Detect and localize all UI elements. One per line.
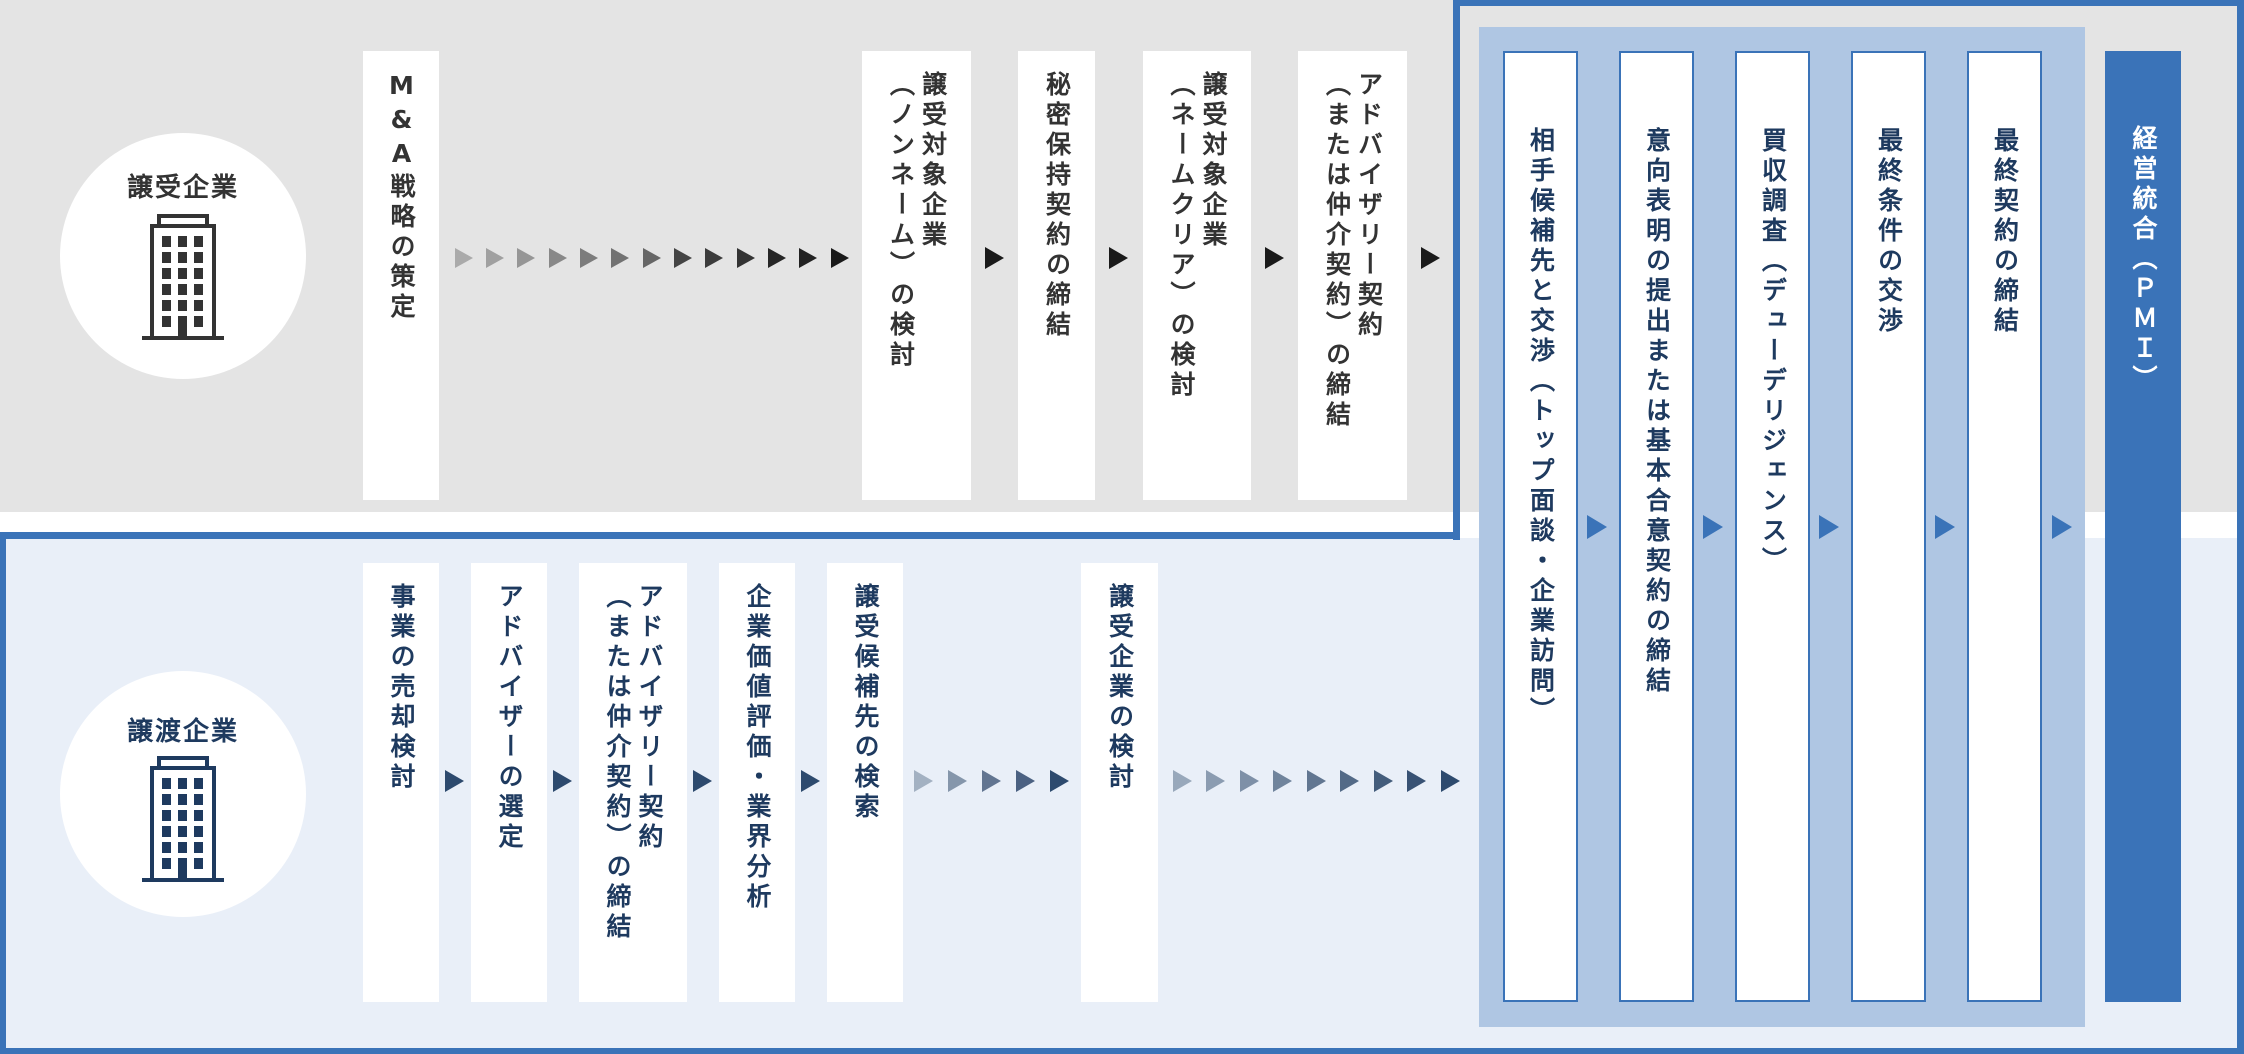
arrow-icon	[445, 770, 464, 792]
building-icon	[142, 214, 224, 340]
step-label: アドバイザリー契約 （または仲介契約）の締結	[1322, 71, 1384, 431]
arrow-icon	[1374, 770, 1393, 792]
arrow-icon	[1819, 515, 1839, 539]
arrow-icon	[1587, 515, 1607, 539]
joint-step-final-terms: 最終条件の交渉	[1851, 51, 1926, 1002]
seller-step-candidate-search: 譲受候補先の検索	[827, 563, 903, 1002]
arrow-icon	[693, 770, 712, 792]
outline-bottom	[0, 1048, 2244, 1054]
arrow-icon	[801, 770, 820, 792]
buyer-step-advisory: アドバイザリー契約 （または仲介契約）の締結	[1298, 51, 1407, 500]
arrow-icon	[549, 248, 567, 268]
arrow-icon	[455, 248, 473, 268]
joint-step-negotiation: 相手候補先と交渉（トップ面談・企業訪問）	[1503, 51, 1578, 1002]
seller-step-valuation: 企業価値評価・業界分析	[719, 563, 795, 1002]
step-label: アドバイザーの選定	[495, 583, 524, 853]
step-label: 事業の売却検討	[387, 583, 416, 793]
arrow-icon	[1050, 770, 1069, 792]
arrow-icon	[2052, 515, 2072, 539]
arrow-icon	[553, 770, 572, 792]
seller-step-sale-consideration: 事業の売却検討	[363, 563, 439, 1002]
arrow-icon	[982, 770, 1001, 792]
step-label: 経営統合（ＰＭＩ）	[2129, 125, 2158, 395]
seller-step-advisor-selection: アドバイザーの選定	[471, 563, 547, 1002]
arrow-icon	[517, 248, 535, 268]
arrow-icon	[643, 248, 661, 268]
arrow-icon	[1109, 247, 1128, 269]
arrow-icon	[831, 248, 849, 268]
seller-step-advisory: アドバイザリー契約 （または仲介契約）の締結	[579, 563, 687, 1002]
arrow-icon	[914, 770, 933, 792]
arrow-icon	[948, 770, 967, 792]
arrow-icon	[799, 248, 817, 268]
joint-step-due-diligence: 買収調査（デューデリジェンス）	[1735, 51, 1810, 1002]
building-icon	[142, 756, 224, 882]
outline-inner-vertical	[1453, 0, 1460, 540]
buyer-step-nonname: 譲受対象企業 （ノンネーム）の検討	[862, 51, 971, 500]
buyer-step-nda: 秘密保持契約の締結	[1018, 51, 1095, 500]
step-label: 譲受企業の検討	[1105, 583, 1135, 793]
step-label: 譲受対象企業 （ネームクリア）の検討	[1167, 71, 1228, 401]
step-label: 譲受候補先の検索	[851, 583, 880, 823]
step-label: 秘密保持契約の締結	[1042, 71, 1072, 341]
step-label: 企業価値評価・業界分析	[743, 583, 772, 913]
step-label: 相手候補先と交渉（トップ面談・企業訪問）	[1526, 127, 1556, 727]
seller-badge: 譲渡企業	[60, 671, 306, 917]
arrow-icon	[1935, 515, 1955, 539]
arrow-icon	[1421, 247, 1440, 269]
buyer-step-ma-strategy: M&A戦略の策定	[363, 51, 439, 500]
step-label: 譲受対象企業 （ノンネーム）の検討	[886, 71, 948, 371]
arrow-icon	[611, 248, 629, 268]
outline-mid-horizontal	[0, 532, 1460, 539]
step-label: M&A戦略の策定	[387, 71, 416, 323]
joint-step-final-contract: 最終契約の締結	[1967, 51, 2042, 1002]
arrow-icon	[1307, 770, 1326, 792]
arrow-icon	[1340, 770, 1359, 792]
arrow-icon	[674, 248, 692, 268]
arrow-icon	[705, 248, 723, 268]
joint-step-loi: 意向表明の提出または基本合意契約の締結	[1619, 51, 1694, 1002]
arrow-icon	[1273, 770, 1292, 792]
buyer-badge: 譲受企業	[60, 133, 306, 379]
arrow-icon	[985, 247, 1004, 269]
arrow-icon	[737, 248, 755, 268]
outline-right	[2237, 0, 2244, 1054]
arrow-icon	[580, 248, 598, 268]
buyer-label: 譲受企業	[126, 173, 239, 203]
arrow-icon	[768, 248, 786, 268]
arrow-icon	[1173, 770, 1192, 792]
arrow-icon	[1240, 770, 1259, 792]
final-step-pmi: 経営統合（ＰＭＩ）	[2105, 51, 2181, 1002]
step-label: アドバイザリー契約 （または仲介契約）の締結	[603, 583, 664, 943]
arrow-icon	[1407, 770, 1426, 792]
arrow-icon	[1441, 770, 1460, 792]
arrow-icon	[486, 248, 504, 268]
arrow-icon	[1206, 770, 1225, 792]
arrow-icon	[1703, 515, 1723, 539]
arrow-icon	[1016, 770, 1035, 792]
step-label: 最終条件の交渉	[1874, 127, 1904, 337]
step-label: 買収調査（デューデリジェンス）	[1758, 127, 1788, 577]
outline-left	[0, 532, 6, 1054]
seller-label: 譲渡企業	[126, 717, 239, 747]
arrow-icon	[1265, 247, 1284, 269]
outline-top	[1453, 0, 2244, 6]
buyer-step-nameclear: 譲受対象企業 （ネームクリア）の検討	[1143, 51, 1251, 500]
seller-step-buyer-review: 譲受企業の検討	[1081, 563, 1158, 1002]
step-label: 最終契約の締結	[1990, 127, 2020, 337]
step-label: 意向表明の提出または基本合意契約の締結	[1642, 127, 1672, 697]
